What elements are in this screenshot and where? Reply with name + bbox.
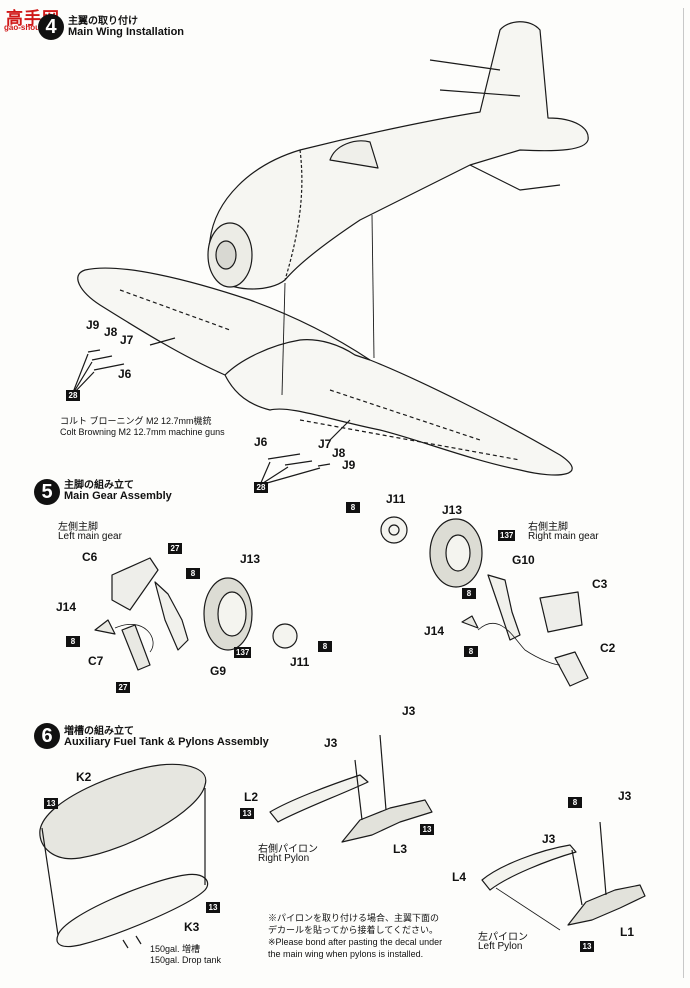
part-label-c6: C6 xyxy=(82,550,98,564)
part-label-j11-right: J11 xyxy=(386,492,406,506)
color-code-137: 137 xyxy=(234,647,252,658)
color-code-13a: 13 xyxy=(44,798,58,809)
step-5-title-en: Main Gear Assembly xyxy=(64,490,172,502)
part-label-j6: J6 xyxy=(118,367,132,381)
color-code-8a: 8 xyxy=(186,568,200,579)
left-gear-drawing xyxy=(94,557,298,671)
step-6-title-jp: 増槽の組み立て xyxy=(64,726,134,737)
part-label-j7b: J7 xyxy=(318,437,332,451)
color-code-28b: 28 xyxy=(254,482,268,493)
step-5-title-jp: 主脚の組み立て xyxy=(64,480,134,491)
drop-tank-drawing xyxy=(39,763,209,949)
part-label-c2: C2 xyxy=(600,641,616,655)
part-label-c3: C3 xyxy=(592,577,608,591)
left-pylon-caption-en: Left Pylon xyxy=(478,941,523,952)
right-pylon-caption-jp: 右側パイロン xyxy=(258,844,318,855)
watermark-url: gao-shou.com xyxy=(4,23,59,32)
left-pylon-drawing xyxy=(481,821,646,931)
page-edge xyxy=(683,8,684,978)
part-label-g10: G10 xyxy=(512,553,535,567)
part-label-j13-left: J13 xyxy=(240,552,261,566)
part-label-j9b: J9 xyxy=(342,458,356,472)
pylon-note-jp-2: デカールを貼ってから接着してください。 xyxy=(268,925,439,935)
wing-guns-left xyxy=(71,337,176,396)
part-label-j3-l1: J3 xyxy=(618,789,632,803)
color-code-137b: 137 xyxy=(498,530,516,541)
step-5-number: 5 xyxy=(34,479,60,505)
color-code-13d: 13 xyxy=(420,824,434,835)
part-label-j14-left: J14 xyxy=(56,600,77,614)
drop-tank-caption-jp: 150gal. 増槽 xyxy=(150,944,201,954)
part-label-k2: K2 xyxy=(76,770,92,784)
step-4-title-en: Main Wing Installation xyxy=(68,26,185,38)
right-pylon-caption-en: Right Pylon xyxy=(258,853,310,864)
color-code-27: 27 xyxy=(168,543,182,554)
color-code-13b: 13 xyxy=(206,902,220,913)
pylon-note-jp-1: ※パイロンを取り付ける場合、主翼下面の xyxy=(268,913,440,923)
step-6-title-en: Auxiliary Fuel Tank & Pylons Assembly xyxy=(64,736,269,748)
part-label-l2: L2 xyxy=(244,790,259,804)
part-label-j8b: J8 xyxy=(332,446,346,460)
step-4-title-jp: 主翼の取り付け xyxy=(68,16,138,27)
right-gear-title-jp: 右側主脚 xyxy=(528,522,568,533)
gun-note-jp: コルト ブローニング M2 12.7mm機銃 xyxy=(60,416,212,426)
color-code-8e: 8 xyxy=(462,588,476,599)
color-code-8f: 8 xyxy=(464,646,478,657)
right-pylon-drawing xyxy=(269,734,433,843)
part-label-j3-r2: J3 xyxy=(324,736,338,750)
part-label-l3: L3 xyxy=(393,842,408,856)
color-code-8g: 8 xyxy=(568,797,582,808)
color-code-28: 28 xyxy=(66,390,80,401)
color-code-13e: 13 xyxy=(580,941,594,952)
step-6-number: 6 xyxy=(34,723,60,749)
part-label-l4: L4 xyxy=(452,870,467,884)
drop-tank-caption-en: 150gal. Drop tank xyxy=(150,955,222,965)
color-code-8c: 8 xyxy=(318,641,332,652)
part-label-j11-left: J11 xyxy=(290,655,310,669)
part-label-j8: J8 xyxy=(104,325,118,339)
left-pylon-caption-jp: 左パイロン xyxy=(478,932,528,943)
part-label-k3: K3 xyxy=(184,920,200,934)
part-label-j14-right: J14 xyxy=(424,624,445,638)
color-code-27b: 27 xyxy=(116,682,130,693)
gun-note-en: Colt Browning M2 12.7mm machine guns xyxy=(60,427,225,437)
right-gear-title-en: Right main gear xyxy=(528,531,599,542)
part-label-j7: J7 xyxy=(120,333,134,347)
color-code-8d: 8 xyxy=(346,502,360,513)
left-gear-title-jp: 左側主脚 xyxy=(58,522,98,533)
right-gear-drawing xyxy=(380,516,589,687)
part-label-j13-right: J13 xyxy=(442,503,463,517)
step-4-number: 4 xyxy=(38,14,64,40)
part-label-c7: C7 xyxy=(88,654,104,668)
part-label-g9: G9 xyxy=(210,664,227,678)
pylon-note-en-2: the main wing when pylons is installed. xyxy=(268,949,424,959)
color-code-13c: 13 xyxy=(240,808,254,819)
part-label-j9: J9 xyxy=(86,318,100,332)
part-label-j6b: J6 xyxy=(254,435,268,449)
fuselage-drawing xyxy=(207,21,589,290)
color-code-8b: 8 xyxy=(66,636,80,647)
part-label-j3-r1: J3 xyxy=(402,704,416,718)
pylon-note-en-1: ※Please bond after pasting the decal und… xyxy=(268,937,443,947)
part-label-l1: L1 xyxy=(620,925,635,939)
part-label-j3-l2: J3 xyxy=(542,832,556,846)
main-wing-drawing xyxy=(77,214,573,476)
left-gear-title-en: Left main gear xyxy=(58,531,122,542)
